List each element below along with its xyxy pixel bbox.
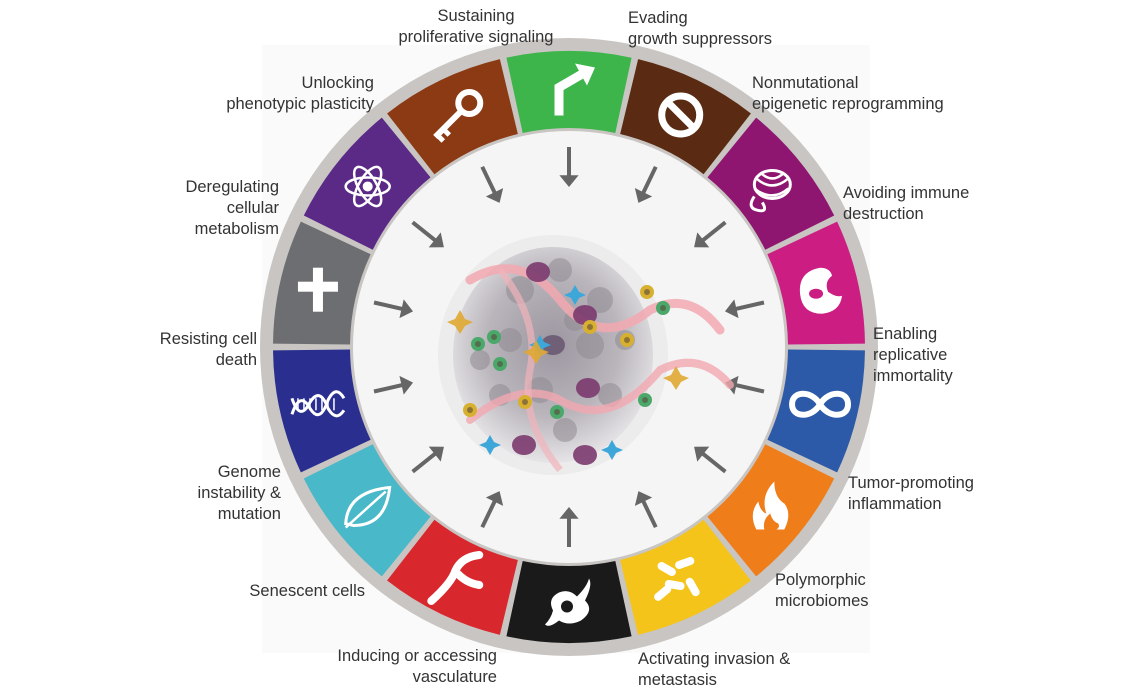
arrow-tumor-promoting-inflammation	[694, 446, 727, 474]
flame-icon	[752, 481, 789, 530]
prohibition-icon	[658, 92, 704, 138]
segment-polymorphic-microbiomes	[620, 519, 751, 635]
arrow-deregulating-cellular-metabolism	[411, 220, 444, 248]
label-evading-growth-suppressors: Evading growth suppressors	[628, 9, 772, 48]
label-resisting-cell-death: Resisting cell death	[159, 330, 257, 369]
tumor-illustration	[438, 235, 734, 475]
label-inducing-accessing-vasculature: Inducing or accessing vasculature	[337, 647, 497, 686]
label-avoiding-immune-destruction: Avoiding immune destruction	[843, 184, 970, 223]
label-nonmutational-epigenetic-reprogramming: Nonmutational epigenetic reprogramming	[752, 74, 944, 113]
arrow-avoiding-immune-destruction	[724, 299, 765, 319]
arrow-nonmutational-epigenetic-reprogramming	[694, 220, 727, 248]
segment-nonmutational-epigenetic-reprogramming	[707, 117, 835, 250]
arrow-activating-invasion-metastasis	[559, 507, 579, 547]
dna-icon	[290, 390, 346, 418]
immune-cell-icon	[799, 267, 843, 314]
label-enabling-replicative-immortality: Enabling replicative immortality	[873, 325, 953, 385]
arrow-up-right-icon	[554, 63, 595, 116]
arrow-inducing-accessing-vasculature	[480, 491, 504, 529]
segment-sustaining-proliferative-signaling	[506, 50, 632, 133]
chromatin-icon	[749, 168, 792, 213]
label-unlocking-phenotypic-plasticity: Unlocking phenotypic plasticity	[226, 74, 374, 113]
arrow-sustaining-proliferative-signaling	[559, 147, 579, 187]
label-activating-invasion-metastasis: Activating invasion & metastasis	[638, 650, 791, 689]
label-senescent-cells: Senescent cells	[249, 582, 365, 600]
infinity-icon	[789, 390, 852, 418]
blood-vessel-icon	[427, 550, 484, 605]
label-genome-instability-mutation: Genome instability & mutation	[197, 463, 281, 523]
label-tumor-promoting-inflammation: Tumor-promoting inflammation	[848, 474, 974, 513]
bacteria-icon	[654, 556, 700, 601]
label-polymorphic-microbiomes: Polymorphic microbiomes	[775, 571, 869, 610]
arrow-senescent-cells	[411, 446, 444, 474]
key-icon	[433, 89, 484, 143]
leaf-icon	[344, 485, 392, 529]
segment-senescent-cells	[303, 444, 431, 577]
atom-icon	[344, 165, 391, 208]
label-deregulating-cellular-metabolism: Deregulating cellular metabolism	[185, 178, 279, 238]
migrating-cell-icon	[545, 578, 591, 626]
arrow-genome-instability-mutation	[373, 375, 414, 395]
arrow-unlocking-phenotypic-plasticity	[480, 165, 504, 203]
arrow-polymorphic-microbiomes	[634, 491, 658, 529]
arrow-resisting-cell-death	[373, 299, 414, 319]
arrow-evading-growth-suppressors	[634, 165, 658, 203]
label-sustaining-proliferative-signaling: Sustaining proliferative signaling	[398, 7, 554, 46]
cross-icon	[297, 267, 338, 312]
